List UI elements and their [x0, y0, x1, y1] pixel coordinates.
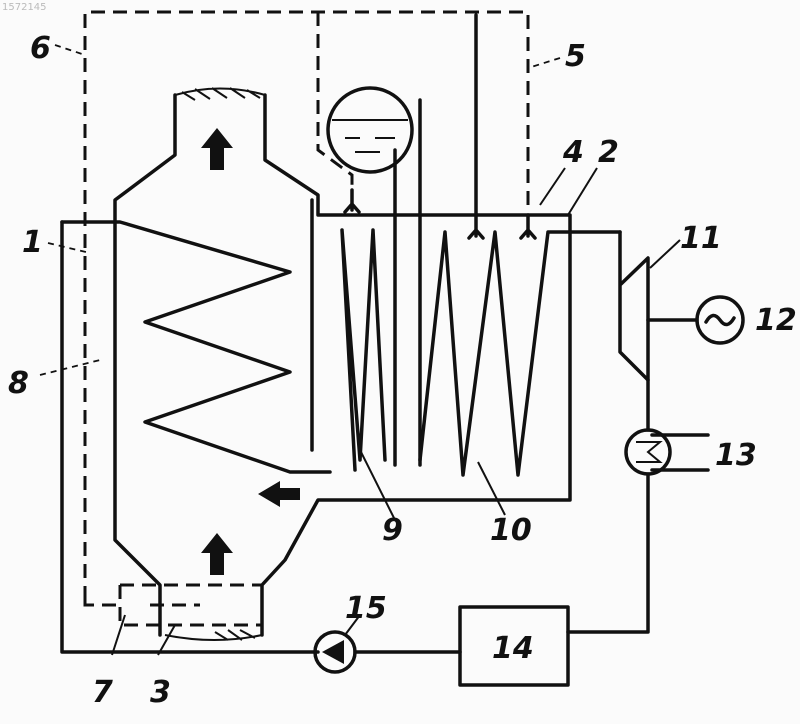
gas-flow-left-arrow: [258, 481, 300, 507]
nozzle-right: [521, 215, 535, 238]
dashed-box-7: [85, 585, 262, 625]
label-1: 1: [22, 225, 43, 260]
leader-10: [478, 462, 505, 515]
corner-mark: 1572145: [2, 2, 47, 13]
leader-11: [650, 240, 680, 268]
leader-5: [528, 58, 560, 68]
nozzle-drum: [345, 190, 359, 212]
label-13: 13: [715, 438, 757, 473]
label-5: 5: [565, 39, 586, 74]
label-10: 10: [490, 513, 532, 548]
leader-9: [360, 450, 395, 520]
label-9: 9: [382, 513, 403, 548]
label-3: 3: [150, 675, 171, 710]
gas-flow-up-arrow-bottom: [201, 533, 233, 575]
leader-4: [540, 168, 565, 205]
drum-water-level: [332, 120, 408, 152]
label-15: 15: [345, 591, 387, 626]
nozzle-middle: [469, 15, 483, 238]
top-outlet-hatch: [175, 88, 265, 100]
cooling-water-lines: [652, 435, 708, 470]
bottom-inlet-hatch: [165, 630, 262, 640]
condensate-line: [568, 474, 648, 632]
steam-drum: [328, 88, 412, 172]
leader-8: [40, 360, 100, 375]
label-12: 12: [755, 303, 797, 338]
reactor-coil: [62, 222, 330, 472]
label-6: 6: [30, 31, 51, 66]
turbine: [620, 232, 648, 380]
tube-bank-10: [420, 232, 620, 475]
label-4: 4: [562, 135, 584, 170]
label-2: 2: [598, 135, 619, 170]
generator-symbol: [706, 315, 734, 324]
control-line-6: [85, 12, 528, 600]
condenser-coil: [636, 442, 660, 462]
leader-6: [55, 45, 85, 55]
tube-bank-9: [342, 230, 385, 470]
label-11: 11: [680, 221, 722, 256]
label-14: 14: [492, 631, 534, 666]
label-8: 8: [8, 366, 29, 401]
reactor-vessel: [115, 95, 570, 635]
gas-flow-up-arrow-top: [201, 128, 233, 170]
label-7: 7: [92, 675, 113, 710]
pump-symbol: [322, 640, 344, 664]
leader-2: [568, 168, 597, 215]
